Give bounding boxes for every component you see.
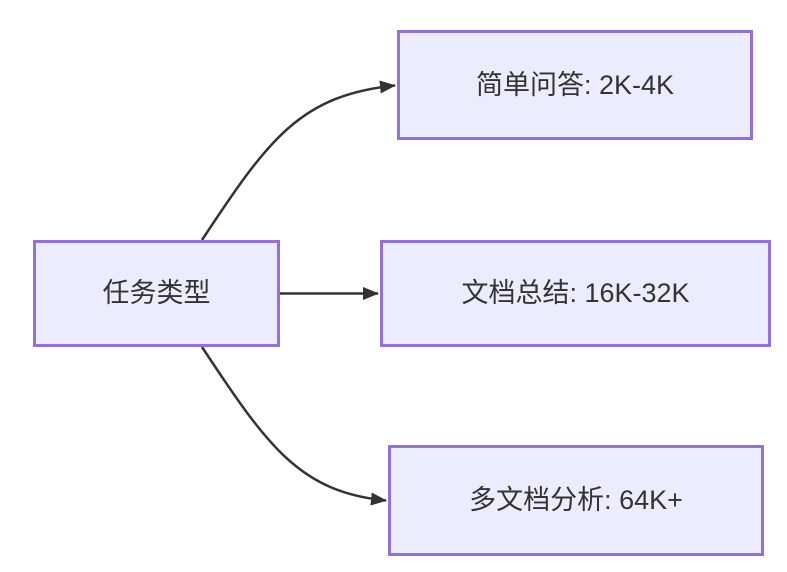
node-doc-summary-label: 文档总结: 16K-32K xyxy=(461,278,690,309)
node-doc-summary: 文档总结: 16K-32K xyxy=(380,240,771,347)
node-multi-doc-label: 多文档分析: 64K+ xyxy=(469,485,683,516)
edge-task-to-multi-doc xyxy=(200,346,387,506)
node-simple-qa: 简单问答: 2K-4K xyxy=(397,30,753,140)
node-multi-doc: 多文档分析: 64K+ xyxy=(388,445,764,556)
node-task-type-label: 任务类型 xyxy=(102,278,211,309)
node-simple-qa-label: 简单问答: 2K-4K xyxy=(475,69,675,100)
node-task-type: 任务类型 xyxy=(33,240,280,347)
edge-task-to-simple-qa xyxy=(200,80,396,241)
